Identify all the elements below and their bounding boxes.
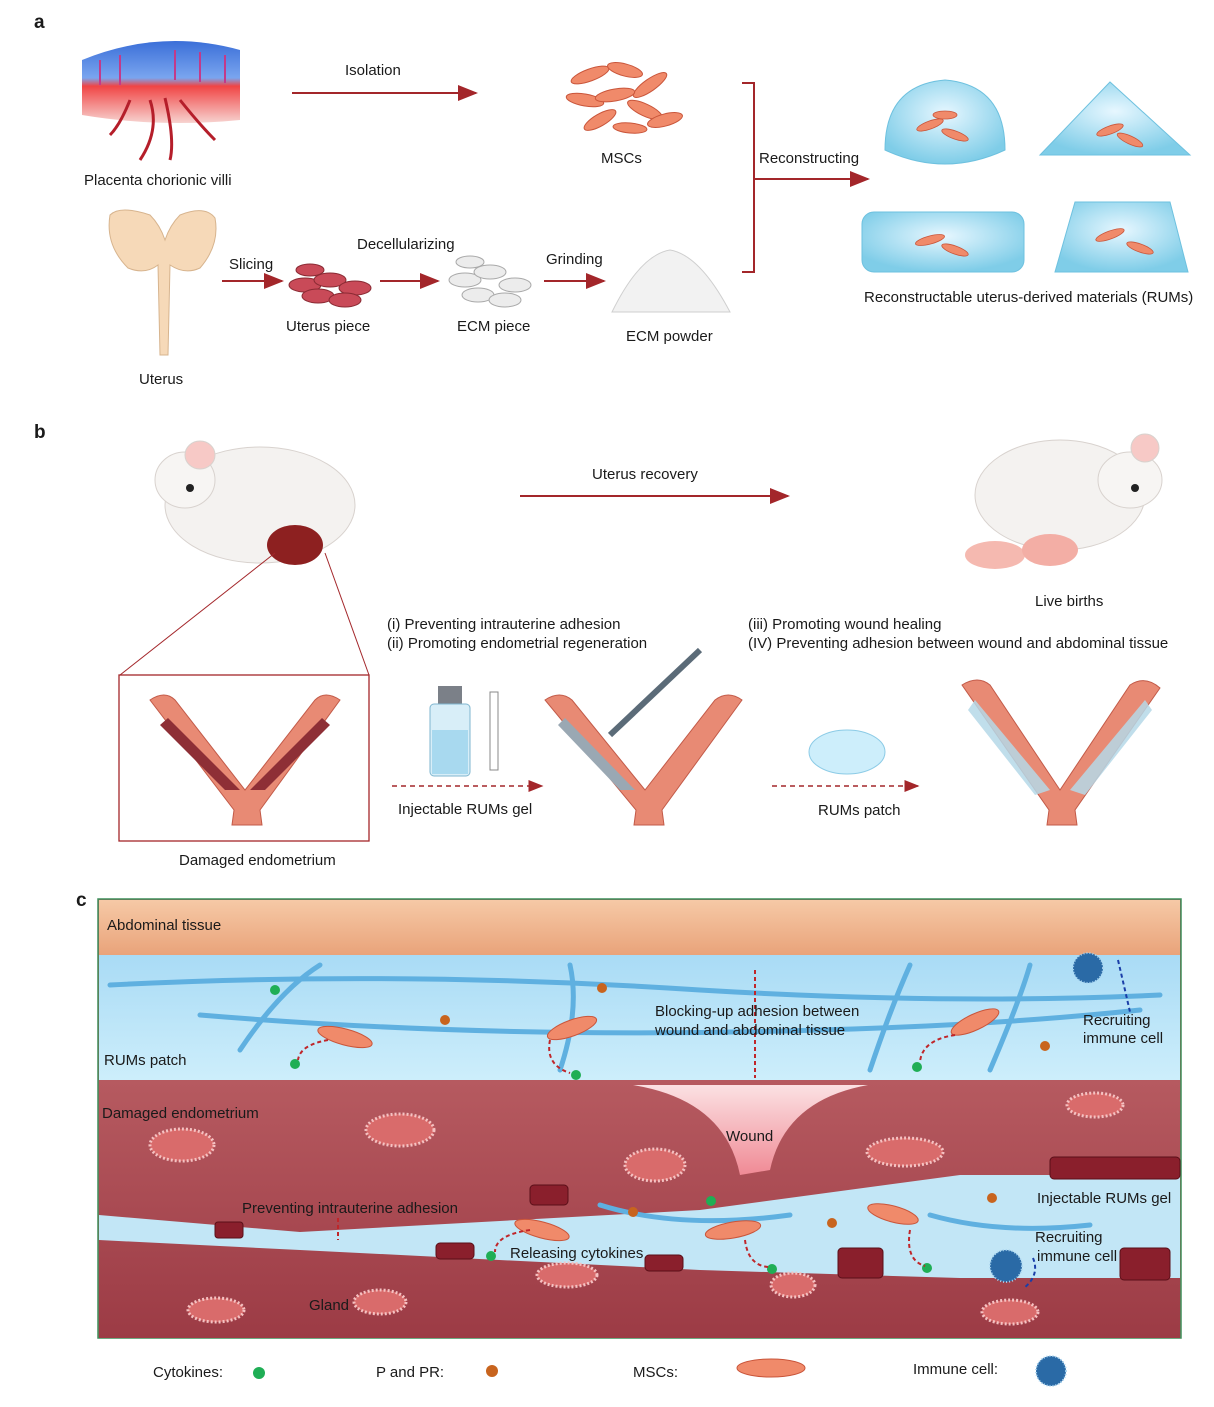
- legend-immune-shape: [1035, 1355, 1067, 1387]
- label-uterus-recovery: Uterus recovery: [592, 466, 698, 483]
- label-goal-iii: (iii) Promoting wound healing: [748, 616, 942, 633]
- label-ecm-piece: ECM piece: [457, 318, 531, 335]
- label-placenta: Placenta chorionic villi: [84, 172, 232, 189]
- rums-shapes: [861, 79, 1192, 273]
- label-recruiting-2a: Recruiting: [1035, 1229, 1103, 1246]
- legend-cytokine-dot: [253, 1367, 265, 1379]
- label-releasing: Releasing cytokines: [510, 1245, 644, 1262]
- placenta-illustration: [82, 41, 240, 161]
- label-decellularizing: Decellularizing: [357, 236, 455, 253]
- label-rums: Reconstructable uterus-derived materials…: [864, 289, 1194, 306]
- uterus-illustration: [108, 209, 217, 356]
- label-mscs: MSCs: [601, 150, 642, 167]
- mscs-cluster-illustration: [565, 62, 683, 134]
- reconstruct-bracket: [742, 82, 755, 273]
- label-isolation: Isolation: [345, 62, 401, 79]
- damaged-endometrium-inset: [118, 674, 370, 842]
- label-live-births: Live births: [1035, 593, 1104, 610]
- panel-label-c: c: [76, 890, 87, 911]
- damaged-uterus-illustration: [149, 694, 341, 826]
- gel-bottle-illustration: [429, 686, 499, 777]
- mouse-recovered-illustration: [965, 433, 1163, 569]
- legend-p-pr-dot: [486, 1365, 498, 1377]
- uterus-piece-illustration: [288, 263, 372, 308]
- label-goal-i: (i) Preventing intrauterine adhesion: [387, 616, 621, 633]
- label-grinding: Grinding: [546, 251, 603, 268]
- label-gland: Gland: [309, 1297, 350, 1314]
- label-recruiting-1b: immune cell: [1083, 1030, 1164, 1047]
- label-goal-iv: (IV) Preventing adhesion between wound a…: [748, 635, 1169, 652]
- label-ecm-powder: ECM powder: [626, 328, 713, 345]
- label-c-rums-patch: RUMs patch: [104, 1052, 187, 1069]
- legend-p-pr: P and PR:: [376, 1364, 445, 1381]
- label-blocking-1: Blocking-up adhesion between: [655, 1003, 860, 1020]
- label-injectable-gel: Injectable RUMs gel: [398, 801, 533, 818]
- label-preventing: Preventing intrauterine adhesion: [242, 1200, 458, 1217]
- rums-patch-illustration: [808, 729, 886, 775]
- label-recruiting-1a: Recruiting: [1083, 1012, 1151, 1029]
- legend-cytokines: Cytokines:: [153, 1364, 224, 1381]
- injected-uterus-illustration: [544, 647, 743, 826]
- label-abdominal-tissue: Abdominal tissue: [107, 917, 222, 934]
- label-uterus: Uterus: [139, 371, 184, 388]
- label-slicing: Slicing: [229, 256, 274, 273]
- panel-label-b: b: [34, 422, 46, 443]
- legend-msc-shape: [736, 1358, 806, 1378]
- panel-label-a: a: [34, 12, 45, 33]
- ecm-piece-illustration: [448, 255, 532, 308]
- label-c-damaged-endometrium: Damaged endometrium: [102, 1105, 259, 1122]
- label-blocking-2: wound and abdominal tissue: [655, 1022, 846, 1039]
- label-rums-patch: RUMs patch: [818, 802, 901, 819]
- label-uterus-piece: Uterus piece: [286, 318, 371, 335]
- label-damaged-endometrium: Damaged endometrium: [179, 852, 336, 869]
- label-wound: Wound: [726, 1128, 774, 1145]
- mouse-damaged-illustration: [154, 440, 356, 565]
- healed-uterus-illustration: [961, 679, 1161, 826]
- label-recruiting-2b: immune cell: [1037, 1248, 1118, 1265]
- ecm-powder-illustration: [611, 249, 731, 313]
- label-reconstructing: Reconstructing: [759, 150, 860, 167]
- legend-mscs: MSCs:: [633, 1364, 678, 1381]
- label-c-injectable-gel: Injectable RUMs gel: [1037, 1190, 1172, 1207]
- panel-c-scene: [97, 898, 1182, 1339]
- label-goal-ii: (ii) Promoting endometrial regeneration: [387, 635, 648, 652]
- legend-immune: Immune cell:: [913, 1361, 999, 1378]
